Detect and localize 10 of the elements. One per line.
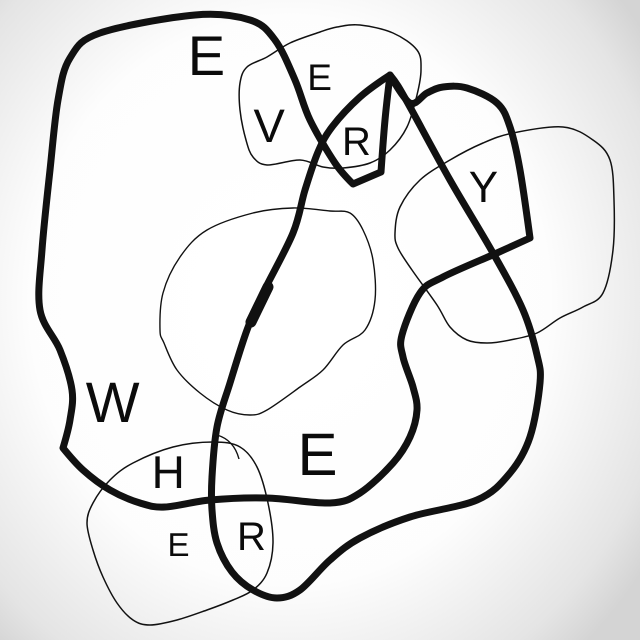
letter: H (152, 456, 185, 489)
letter: R (237, 523, 266, 552)
letter: E (307, 65, 332, 92)
letter: W (86, 382, 140, 424)
letter: E (168, 533, 190, 558)
letter: E (188, 36, 226, 76)
letter: R (342, 128, 371, 158)
letter: V (254, 108, 285, 142)
letter: Y (468, 172, 498, 204)
letter: E (298, 432, 338, 476)
